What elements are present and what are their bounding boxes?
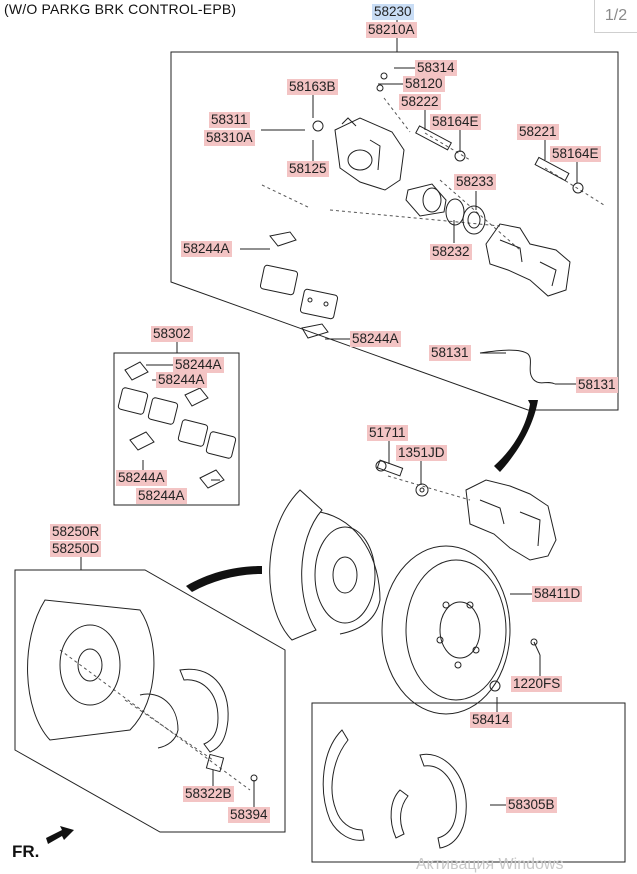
brake-pad-shapes [259, 231, 339, 339]
label-58414[interactable]: 58414 [470, 712, 512, 728]
label-58164E[interactable]: 58164E [550, 146, 601, 162]
label-58244A[interactable]: 58244A [350, 331, 401, 347]
label-58302[interactable]: 58302 [151, 326, 193, 342]
label-58394[interactable]: 58394 [228, 807, 270, 823]
label-58305B[interactable]: 58305B [506, 797, 557, 813]
label-58125[interactable]: 58125 [287, 161, 329, 177]
brake-shoe-frame [311, 702, 626, 863]
label-58230[interactable]: 58230 [372, 4, 414, 20]
seal-ring [445, 198, 465, 226]
front-direction-label: FR. [12, 842, 40, 861]
label-58131[interactable]: 58131 [429, 345, 471, 361]
label-58120[interactable]: 58120 [403, 76, 445, 92]
label-58210A[interactable]: 58210A [366, 22, 417, 38]
lower-caliper-shape [465, 479, 557, 561]
label-58411D[interactable]: 58411D [532, 586, 583, 602]
left-backing-plate-shape [27, 599, 179, 749]
rotor-screw-shape [489, 638, 541, 692]
page-indicator: 1/2 [594, 0, 637, 33]
label-51711[interactable]: 51711 [367, 425, 408, 441]
label-58314[interactable]: 58314 [415, 60, 457, 76]
backing-plate-frame [14, 569, 286, 833]
label-58222[interactable]: 58222 [399, 94, 441, 110]
guide-pin-shape [312, 72, 584, 194]
label-58250R[interactable]: 58250R [50, 524, 102, 540]
piston-shape [405, 183, 447, 217]
bolt-washer-shape [375, 459, 429, 497]
label-58244A[interactable]: 58244A [136, 488, 187, 504]
label-58322B[interactable]: 58322B [183, 786, 234, 802]
label-58311[interactable]: 58311 [209, 112, 250, 128]
boot-ring [462, 205, 486, 235]
fr-arrow [46, 826, 74, 844]
label-58250D[interactable]: 58250D [50, 541, 102, 557]
label-58310A[interactable]: 58310A [204, 130, 255, 146]
wear-sensor-wire [479, 349, 556, 385]
assembly-arrow-1 [494, 400, 538, 472]
label-58244A[interactable]: 58244A [181, 241, 232, 257]
diagram-title: (W/O PARKG BRK CONTROL-EPB) [4, 1, 237, 17]
label-58164E[interactable]: 58164E [430, 114, 481, 130]
caliper-assembly-frame [170, 51, 619, 411]
label-58244A[interactable]: 58244A [173, 357, 224, 373]
caliper-body-shape [334, 117, 405, 191]
brake-rotor-shape [381, 545, 511, 715]
caliper-bracket-shape [485, 223, 571, 297]
label-58221[interactable]: 58221 [517, 124, 559, 140]
label-58232[interactable]: 58232 [430, 244, 472, 260]
left-box-shoe [179, 668, 229, 753]
label-58131[interactable]: 58131 [576, 377, 618, 393]
assembly-arrow-2 [186, 566, 262, 592]
parking-shoe-shapes [322, 729, 467, 849]
label-58244A[interactable]: 58244A [156, 372, 207, 388]
windows-activation-watermark: Активация Windows [416, 856, 564, 873]
backing-plate-shape [269, 489, 381, 641]
label-1351JD[interactable]: 1351JD [396, 445, 447, 461]
label-58244A[interactable]: 58244A [116, 470, 167, 486]
label-1220FS[interactable]: 1220FS [511, 676, 563, 692]
pad-kit-shapes [117, 361, 237, 489]
label-58163B[interactable]: 58163B [287, 79, 338, 95]
label-58233[interactable]: 58233 [454, 174, 496, 190]
